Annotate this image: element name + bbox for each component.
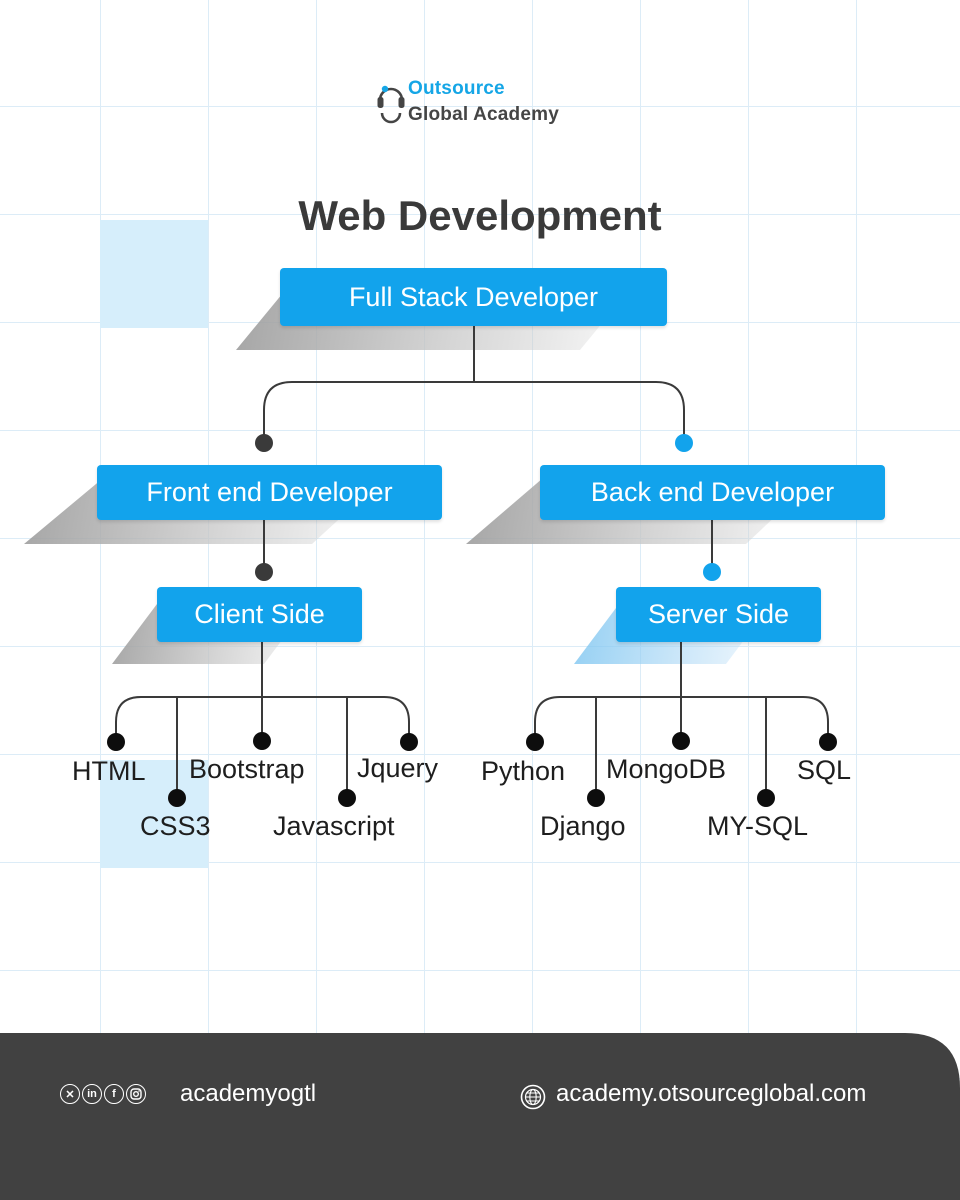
social-icons: ✕ in f (60, 1084, 146, 1104)
tech-mongodb: MongoDB (606, 754, 727, 784)
tech-python: Python (481, 756, 566, 786)
dot-django (587, 789, 605, 807)
box-server-side: Server Side (616, 587, 821, 642)
box-full-stack: Full Stack Developer (280, 268, 667, 326)
footer (0, 1033, 960, 1200)
tech-mysql: MY-SQL (707, 811, 809, 841)
page-title: Web Development (298, 192, 662, 239)
node-dot-back (675, 434, 693, 452)
box-client-side: Client Side (157, 587, 362, 642)
dot-bootstrap (253, 732, 271, 750)
dot-html (107, 733, 125, 751)
grid-highlight-top (100, 220, 208, 328)
dot-mongodb (672, 732, 690, 750)
tech-html: HTML (72, 756, 146, 786)
dot-jquery (400, 733, 418, 751)
grid-highlight-bottom (100, 760, 208, 868)
dot-javascript (338, 789, 356, 807)
brand-name-line2: Global Academy (408, 104, 559, 125)
facebook-icon[interactable]: f (104, 1084, 124, 1104)
box-back-end: Back end Developer (540, 465, 885, 520)
linkedin-icon[interactable]: in (82, 1084, 102, 1104)
node-dot-front (255, 434, 273, 452)
footer-background (0, 1033, 960, 1200)
x-icon[interactable]: ✕ (60, 1084, 80, 1104)
website-link[interactable]: academy.otsourceglobal.com (556, 1080, 867, 1107)
dot-css3 (168, 789, 186, 807)
tech-jquery: Jquery (357, 753, 439, 783)
tech-javascript: Javascript (273, 811, 395, 841)
dot-python (526, 733, 544, 751)
instagram-icon[interactable] (126, 1084, 146, 1104)
globe-icon (520, 1084, 546, 1110)
connector-lines (107, 326, 837, 807)
social-handle[interactable]: academyogtl (180, 1080, 317, 1107)
tech-django: Django (540, 811, 626, 841)
node-dot-client (255, 563, 273, 581)
headset-icon (377, 85, 405, 124)
node-dot-server (703, 563, 721, 581)
dot-mysql (757, 789, 775, 807)
brand-logo: Outsource Global Academy (376, 78, 596, 130)
tech-bootstrap: Bootstrap (189, 754, 305, 784)
tech-css3: CSS3 (140, 811, 211, 841)
tech-sql: SQL (797, 755, 852, 785)
box-front-end: Front end Developer (97, 465, 442, 520)
dot-sql (819, 733, 837, 751)
brand-name-line1: Outsource (408, 78, 505, 99)
